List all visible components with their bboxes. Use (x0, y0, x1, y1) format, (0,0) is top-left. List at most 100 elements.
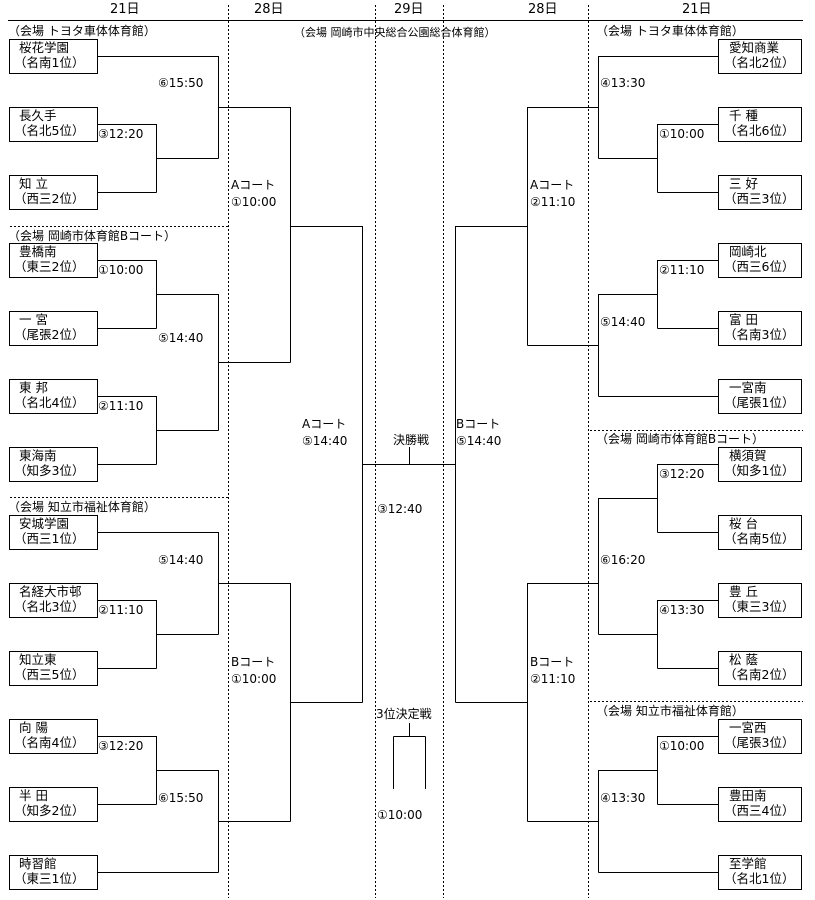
right-game-9-time: ④13:30 (600, 791, 646, 805)
third-place-lines (393, 723, 426, 789)
team-name: 一 宮 (19, 312, 48, 327)
team-seed: （名北1位） (724, 871, 795, 886)
left-game-8-time: ③12:20 (98, 739, 144, 753)
left-semi-lines (290, 226, 363, 703)
venue-center: （会場 岡崎市中央総合公園総合体育館） (294, 26, 496, 39)
right-team-box: 愛知商業（名北2位） (718, 39, 802, 74)
right-team-box: 豊 丘（東三3位） (718, 583, 802, 618)
day-label-left-r2: 28日 (254, 2, 284, 17)
left-team-box: 東 邦（名北4位） (9, 379, 98, 414)
team-seed: （西三6位） (724, 259, 795, 274)
team-seed: （西三5位） (14, 667, 85, 682)
right-team-box: 至学館（名北1位） (718, 855, 802, 890)
right-game-2-time: ①10:00 (659, 127, 705, 141)
team-name: 愛知商業 (729, 40, 780, 55)
left-game-3-lines (98, 260, 157, 329)
team-seed: （知多2位） (14, 803, 85, 818)
right-round2-b-lines (527, 583, 599, 822)
team-name: 時習館 (19, 856, 57, 871)
left-game-1-lines (98, 56, 219, 159)
left-r2-a-court: Aコート (231, 178, 276, 192)
left-team-box: 一 宮（尾張2位） (9, 311, 98, 346)
right-team-box: 富 田（名南3位） (718, 311, 802, 346)
right-game-5-time: ③12:20 (659, 467, 705, 481)
left-team-box: 安城学園（西三1位） (9, 515, 98, 550)
team-name: 桜 台 (729, 516, 758, 531)
right-r2-a-court: Aコート (530, 178, 575, 192)
left-game-6-7-lines (98, 532, 219, 669)
final-lines (362, 447, 456, 465)
team-seed: （名南5位） (724, 531, 795, 546)
venue-right-top: （会場 トヨタ車体体育館） (596, 24, 744, 38)
team-seed: （名南2位） (724, 667, 795, 682)
left-game-2-lines (98, 124, 219, 193)
left-game-8-9-lines (98, 736, 219, 873)
left-semi-court: Aコート (302, 417, 347, 431)
team-seed: （東三2位） (14, 259, 85, 274)
team-name: 至学館 (729, 856, 767, 871)
right-team-box: 横須賀（知多1位） (718, 447, 802, 482)
team-seed: （名北4位） (14, 395, 85, 410)
team-name: 東海南 (19, 448, 57, 463)
team-name: 一宮西 (729, 720, 767, 735)
right-round2-a-lines (527, 107, 599, 346)
right-game-8-time: ①10:00 (659, 739, 705, 753)
team-name: 岡崎北 (729, 244, 767, 259)
left-team-box: 知立東（西三5位） (9, 651, 98, 686)
team-seed: （名南3位） (724, 327, 795, 342)
right-team-box: 一宮南（尾張1位） (718, 379, 802, 414)
right-game-7-time: ④13:30 (659, 603, 705, 617)
day-label-right-r2: 28日 (528, 2, 558, 17)
team-seed: （尾張3位） (724, 735, 795, 750)
team-name: 松 蔭 (729, 652, 758, 667)
right-game-6-time: ⑥16:20 (600, 553, 646, 567)
team-name: 一宮南 (729, 380, 767, 395)
right-game-5-6-7-lines (598, 464, 718, 669)
left-round2-b-lines (218, 583, 291, 822)
right-r2-b-court: Bコート (530, 655, 575, 669)
left-semi-time: ⑤14:40 (302, 434, 348, 448)
left-game-9-time: ⑥15:50 (158, 791, 204, 805)
team-seed: （西三3位） (724, 191, 795, 206)
team-seed: （東三3位） (724, 599, 795, 614)
team-seed: （尾張2位） (14, 327, 85, 342)
team-name: 豊田南 (729, 788, 767, 803)
right-team-box: 豊田南（西三4位） (718, 787, 802, 822)
team-seed: （名南1位） (14, 55, 85, 70)
team-name: 富 田 (729, 312, 758, 327)
team-seed: （尾張1位） (724, 395, 795, 410)
right-team-box: 三 好（西三3位） (718, 175, 802, 210)
left-game-4-lines (156, 294, 219, 431)
left-game-4-time: ⑤14:40 (158, 331, 204, 345)
right-team-box: 松 蔭（名南2位） (718, 651, 802, 686)
team-name: 知立東 (19, 652, 57, 667)
day-label-right-r1: 21日 (682, 2, 712, 17)
left-round2-a-lines (218, 107, 291, 363)
team-seed: （名北6位） (724, 123, 795, 138)
right-team-box: 千 種（名北6位） (718, 107, 802, 142)
left-game-1-time: ⑥15:50 (158, 76, 204, 90)
team-name: 向 陽 (19, 720, 48, 735)
left-team-box: 桜花学園（名南1位） (9, 39, 98, 74)
team-seed: （名南4位） (14, 735, 85, 750)
team-name: 半 田 (19, 788, 48, 803)
right-team-box: 岡崎北（西三6位） (718, 243, 802, 278)
team-name: 安城学園 (19, 516, 70, 531)
venue-left-mid: （会場 岡崎市体育館Bコート） (8, 229, 177, 243)
team-seed: （西三1位） (14, 531, 85, 546)
venue-left-top: （会場 トヨタ車体体育館） (8, 24, 156, 38)
left-game-5-lines (98, 396, 157, 465)
team-seed: （東三1位） (14, 871, 85, 886)
right-game-3-time: ②11:10 (659, 263, 705, 277)
right-r2-b-time: ②11:10 (530, 672, 576, 686)
day-label-left-r1: 21日 (110, 2, 140, 17)
team-seed: （名北2位） (724, 55, 795, 70)
right-game-1-2-lines (598, 56, 718, 193)
right-game-8-9-lines (598, 736, 718, 873)
team-name: 知 立 (19, 176, 48, 191)
team-seed: （知多3位） (14, 463, 85, 478)
left-game-7-time: ②11:10 (98, 603, 144, 617)
team-seed: （西三2位） (14, 191, 85, 206)
